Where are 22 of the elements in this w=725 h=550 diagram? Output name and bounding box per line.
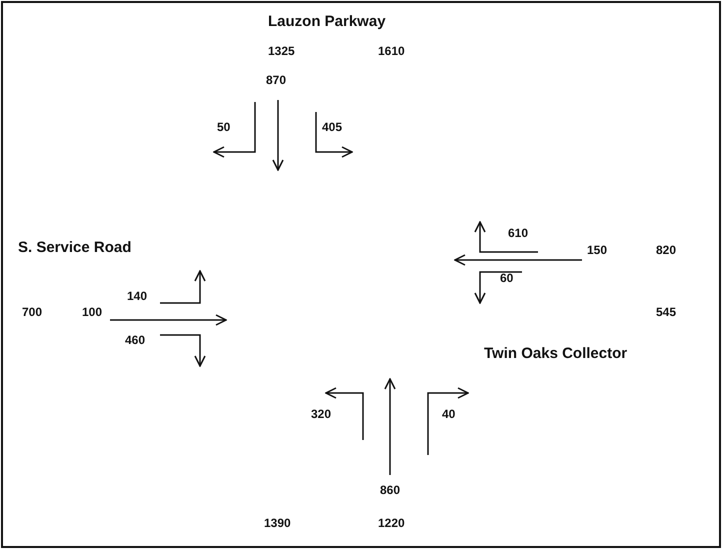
road-name: S. Service Road (18, 240, 132, 256)
traffic-volume: 1390 (264, 517, 291, 530)
road-name: Lauzon Parkway (268, 14, 386, 30)
traffic-volume: 150 (587, 244, 608, 258)
traffic-volume: 50 (217, 121, 230, 134)
traffic-volume: 60 (500, 272, 514, 286)
traffic-volume: 860 (380, 484, 400, 498)
traffic-volume: 40 (442, 408, 456, 422)
traffic-volume: 1220 (378, 517, 405, 530)
road-name: Twin Oaks Collector (484, 346, 628, 362)
traffic-volume: 140 (127, 290, 148, 304)
traffic-volume: 870 (266, 74, 286, 88)
traffic-volume: 700 (22, 306, 42, 320)
traffic-volume: 320 (311, 408, 332, 422)
traffic-volume: 820 (656, 244, 676, 258)
traffic-volume: 545 (656, 306, 676, 320)
traffic-volume: 460 (125, 334, 146, 348)
traffic-volume: 1325 (268, 45, 295, 58)
traffic-volume: 1610 (378, 45, 405, 58)
traffic-volume: 100 (82, 306, 102, 320)
traffic-volume: 405 (322, 121, 342, 134)
traffic-volume: 610 (508, 227, 528, 240)
